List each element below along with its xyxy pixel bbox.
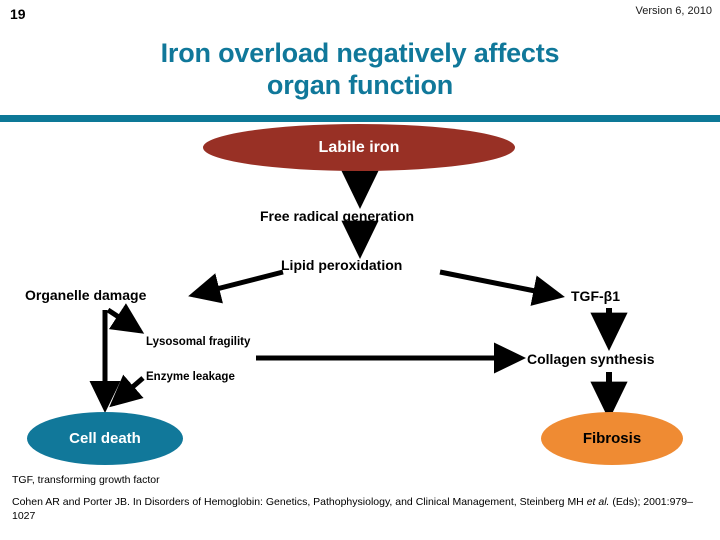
footnote-abbreviation: TGF, transforming growth factor [12,474,160,486]
arrow-organelle-damage-to-lysosomal-fragility [106,303,145,334]
node-organelle-damage: Organelle damage [25,287,147,303]
citation-part-2: (Eds); 2001:979–1027 [12,496,693,523]
version-label: Version 6, 2010 [635,5,712,17]
title-divider [0,115,720,122]
citation: Cohen AR and Porter JB. In Disorders of … [12,495,712,523]
title-line-2: organ function [266,69,454,100]
node-enzyme-leakage: Enzyme leakage [146,371,235,383]
node-tgf-beta1: TGF-β1 [571,288,620,304]
page-title: Iron overload negatively affects organ f… [60,38,660,102]
node-free-radical-generation: Free radical generation [260,208,415,224]
node-cell-death: Cell death [27,412,183,465]
node-labile-iron: Labile iron [203,124,515,171]
slide-number: 19 [10,6,26,22]
arrow-lipid-peroxidation-to-tgf-beta1 [439,269,565,306]
title-line-1: Iron overload negatively affects [160,38,560,68]
node-fibrosis: Fibrosis [541,412,683,465]
citation-part-1: Cohen AR and Porter JB. In Disorders of … [12,496,587,508]
arrow-lipid-peroxidation-to-organelle-damage [188,269,284,304]
node-lysosomal-fragility: Lysosomal fragility [146,336,251,348]
node-lipid-peroxidation: Lipid peroxidation [281,257,403,273]
arrow-enzyme-leakage-to-cell-death [109,374,145,408]
citation-et-al: et al. [586,496,610,508]
node-collagen-synthesis: Collagen synthesis [527,351,655,367]
